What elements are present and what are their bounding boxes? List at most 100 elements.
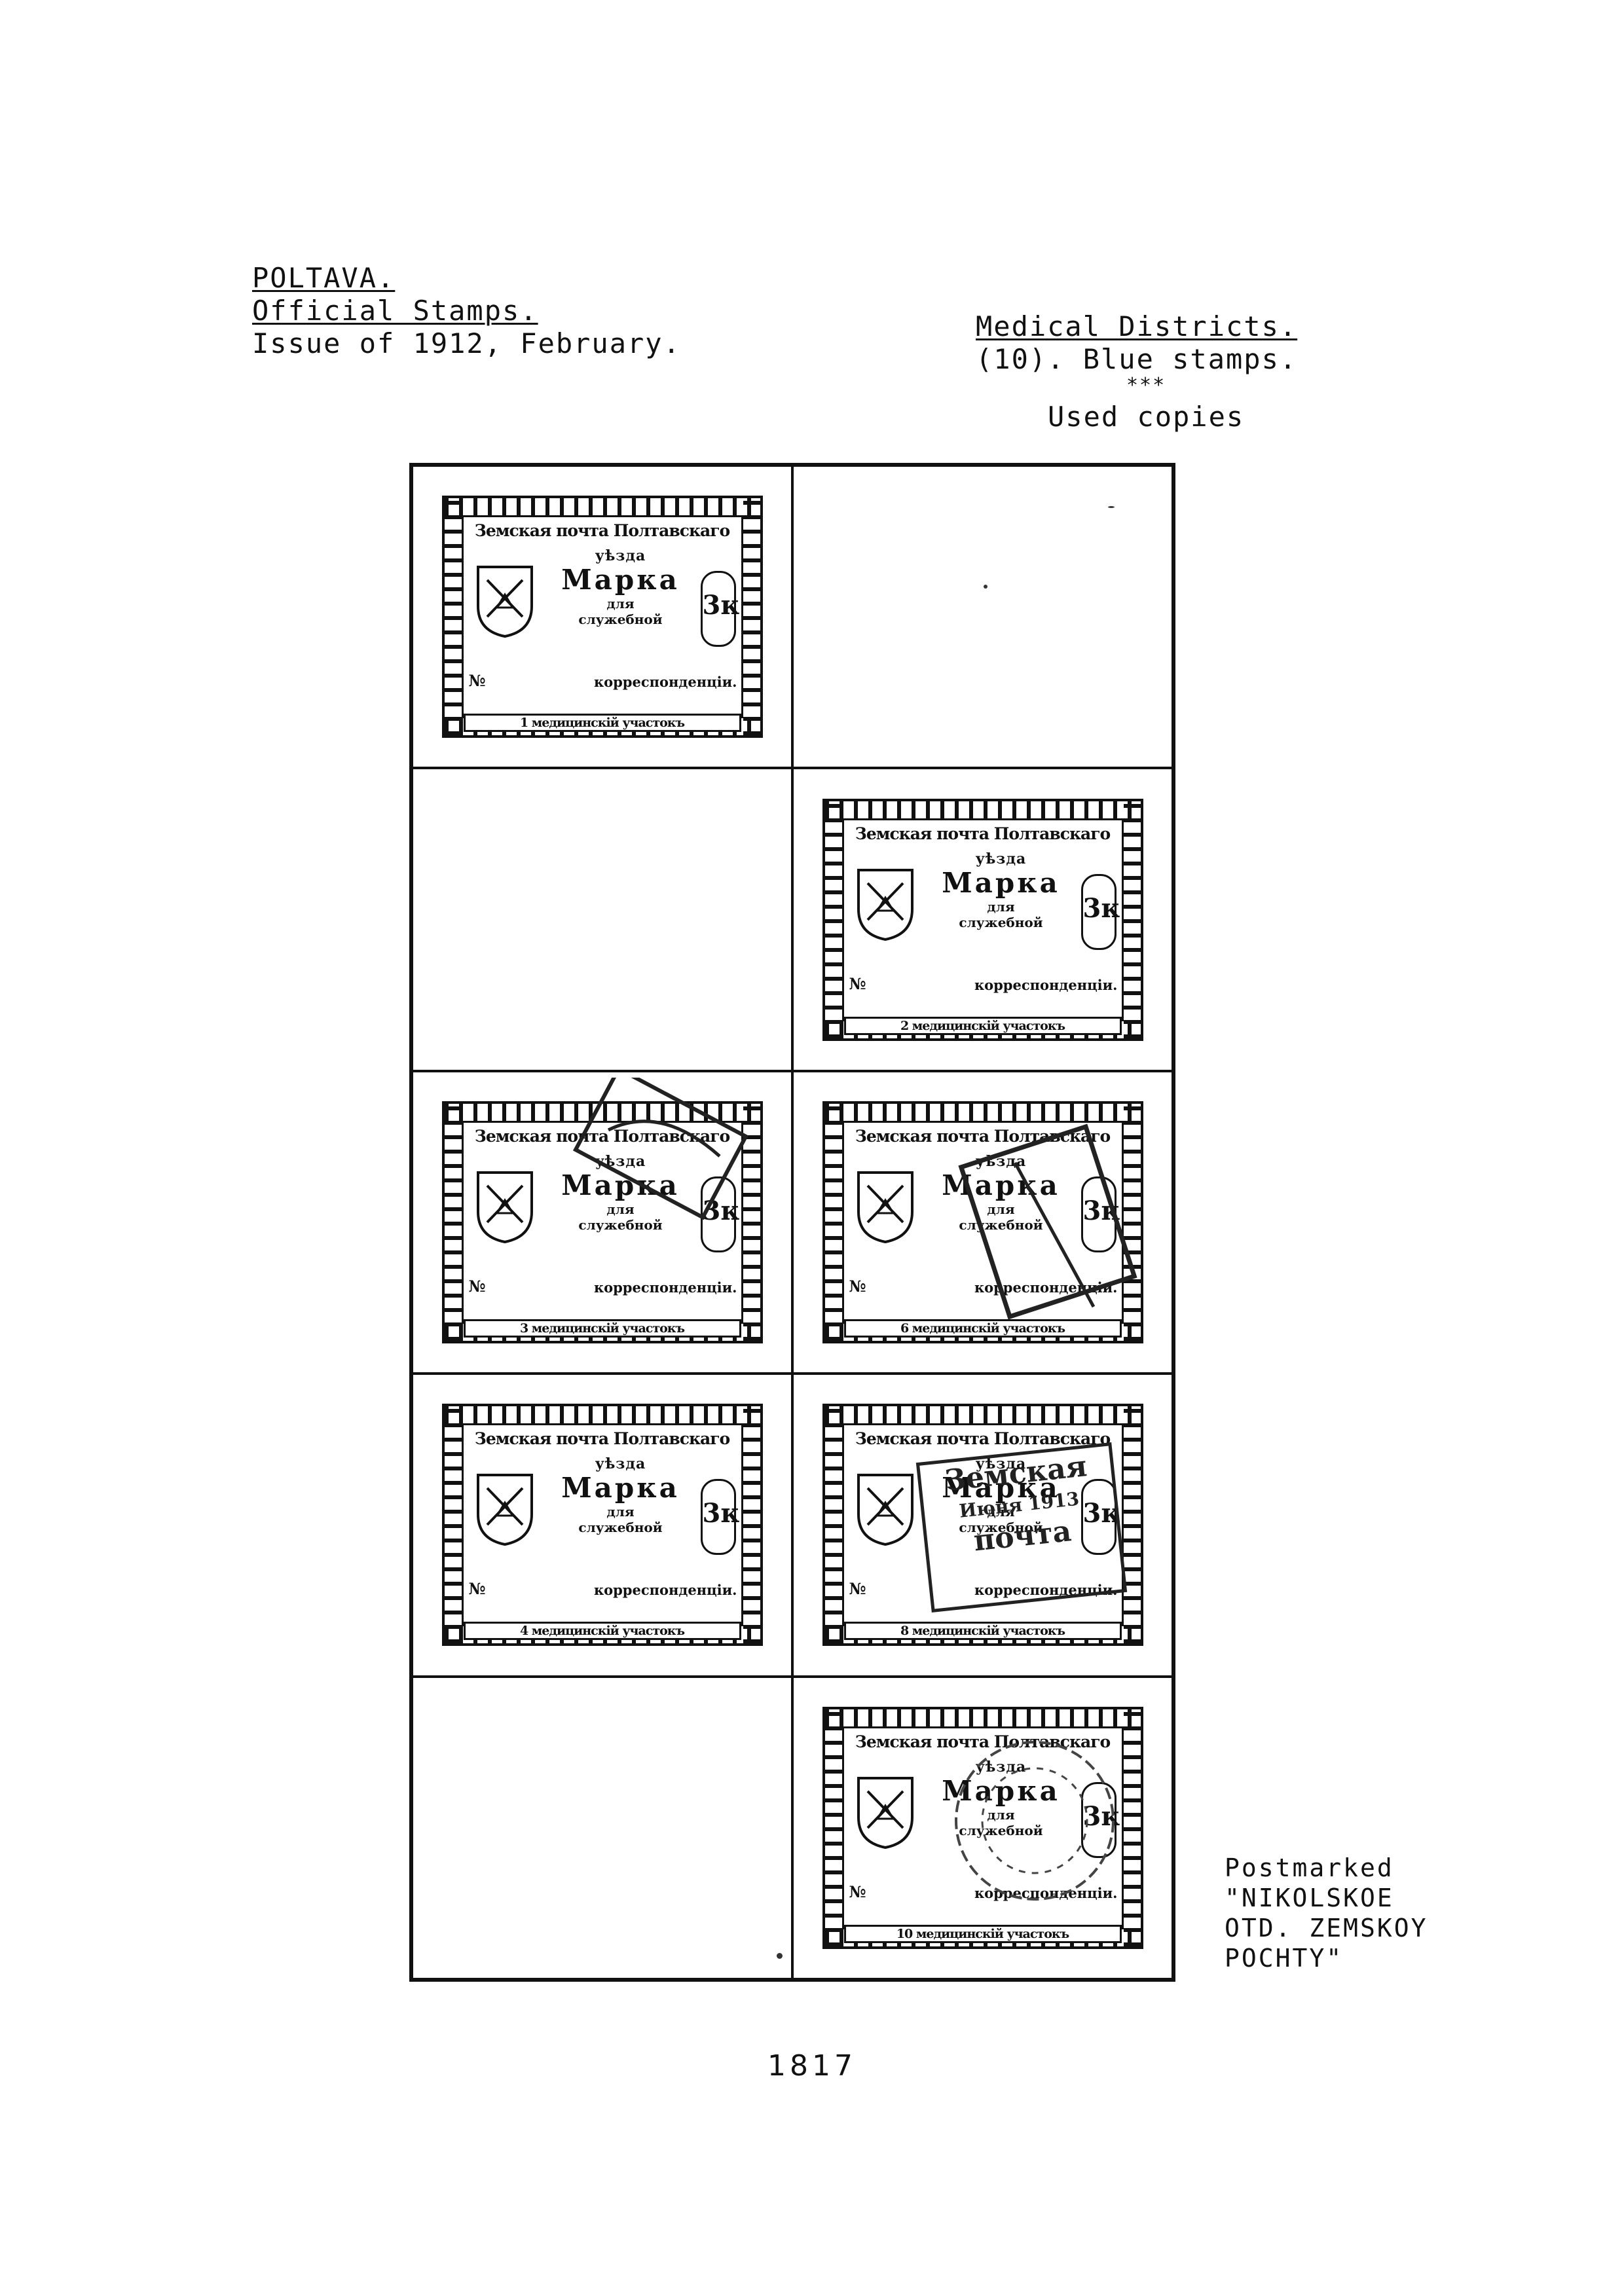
postmark-circle-icon [954, 1740, 1115, 1901]
cell-r3-right: Земская почта Полтавскаго уѣзда Марка дл… [792, 1070, 1173, 1374]
stamp-sluzh: служебной [959, 1216, 1043, 1233]
stamp-top-text: Земская почта Полтавскаго [474, 521, 730, 541]
stamp-number: № [849, 1579, 866, 1599]
stamp-corr: корреспонденцiи. [593, 1279, 737, 1296]
stamp-district-3: Земская почта Полтавскаго уѣзда Марка дл… [441, 1077, 763, 1343]
stamp-number: № [849, 1276, 866, 1296]
stamp-uezda: уѣзда [595, 1455, 646, 1473]
stamp-corr: корреспонденцiи. [974, 1582, 1118, 1599]
subtitle-used: Used copies [1048, 401, 1245, 433]
title-issue: Issue of 1912, February. [252, 327, 681, 359]
stamp-dlya: для [987, 1201, 1015, 1217]
stamp-middle: уѣзда Марка для служебной [541, 547, 701, 627]
subtitle-blue: (10). Blue stamps. [976, 343, 1298, 375]
stamp-uezda: уѣзда [595, 547, 646, 565]
stamp-district-1: Земская почта Полтавскаго уѣзда Марка дл… [441, 496, 763, 738]
stamp-sluzh: служебной [578, 1216, 663, 1233]
stamp-district-label: 1 медицинскiй участокъ [463, 714, 741, 733]
speck [984, 585, 987, 589]
stamp-district-8: Земская почта Полтавскаго уѣзда Марка дл… [822, 1404, 1143, 1647]
stamp-sluzh: служебной [959, 1822, 1043, 1838]
stamp-top-text: Земская почта Полтавскаго [474, 1429, 730, 1449]
note-line1: Postmarked [1225, 1853, 1394, 1882]
cell-r2-left [412, 768, 792, 1071]
stamp-corr: корреспонденцiи. [974, 976, 1118, 993]
stamp-top-text: Земская почта Полтавскаго [474, 1126, 730, 1146]
stamp-dlya: для [987, 1806, 1015, 1823]
stamp-marka: Марка [942, 866, 1060, 899]
stamp-top-text: Земская почта Полтавскаго [855, 824, 1111, 843]
stamp-marka: Марка [561, 564, 680, 596]
stamp-value: 3к [1080, 1479, 1120, 1556]
stamp-number: № [468, 671, 486, 691]
page-number: 1817 [767, 2049, 857, 2083]
stamp-dlya: для [987, 898, 1015, 915]
coat-of-arms-icon [857, 1171, 913, 1244]
coat-of-arms-icon [857, 1776, 913, 1849]
speck [1108, 506, 1115, 508]
stamp-district-label: 2 медицинскiй участокъ [843, 1016, 1122, 1035]
stamp-top-text: Земская почта Полтавскаго [855, 1126, 1111, 1146]
header-right: Medical Districts. (10). Blue stamps. **… [976, 310, 1297, 433]
stamp-dlya: для [987, 1504, 1015, 1520]
stamp-uezda: уѣзда [975, 1455, 1027, 1473]
stamp-district-label: 4 медицинскiй участокъ [463, 1622, 741, 1641]
stamp-uezda: уѣзда [975, 850, 1027, 867]
stamp-album-grid: Земская почта Полтавскаго уѣзда Марка дл… [409, 463, 1175, 1982]
stamp-inner: Земская почта Полтавскаго уѣзда Марка дл… [461, 1120, 743, 1338]
coat-of-arms-icon [476, 1474, 533, 1546]
title-official: Official Stamps. [252, 295, 538, 327]
cell-r2-right: Земская почта Полтавскаго уѣзда Марка дл… [792, 768, 1173, 1071]
stamp-sluzh: служебной [959, 914, 1043, 930]
subtitle-stars: *** [1126, 374, 1166, 397]
coat-of-arms-icon [857, 1474, 913, 1546]
stamp-sluzh: служебной [959, 1520, 1043, 1536]
cell-r1-right [792, 465, 1173, 769]
stamp-dlya: для [606, 1201, 635, 1217]
cell-r3-left: Земская почта Полтавскаго уѣзда Марка дл… [412, 1070, 792, 1374]
stamp-corr: корреспонденцiи. [593, 1582, 737, 1599]
speck [777, 1952, 783, 1959]
coat-of-arms-icon [857, 868, 913, 941]
stamp-middle: уѣзда Марка для служебной [541, 1455, 701, 1535]
title-city: POLTAVA. [252, 262, 396, 294]
postmark-note: Postmarked "NIKOLSKOE OTD. ZEMSKOY POCHT… [1225, 1853, 1428, 1973]
stamp-number: № [849, 1882, 866, 1901]
stamp-district-2: Земская почта Полтавскаго уѣзда Марка дл… [822, 798, 1143, 1041]
stamp-inner: Земская почта Полтавскаго уѣзда Марка дл… [841, 818, 1124, 1035]
stamp-value: 3к [700, 1479, 739, 1556]
subtitle-medical: Medical Districts. [976, 310, 1298, 342]
postmark-cancel-icon [572, 1077, 748, 1220]
header-left: POLTAVA. Official Stamps. Issue of 1912,… [252, 262, 681, 360]
stamp-inner: Земская почта Полтавскаго уѣзда Марка дл… [841, 1726, 1124, 1943]
stamp-number: № [468, 1276, 486, 1296]
cell-r5-left [412, 1676, 792, 1979]
stamp-district-4: Земская почта Полтавскаго уѣзда Марка дл… [441, 1404, 763, 1647]
stamp-dlya: для [606, 596, 635, 612]
coat-of-arms-icon [476, 566, 533, 638]
stamp-inner: Земская почта Полтавскаго уѣзда Марка дл… [841, 1423, 1124, 1641]
note-line3: OTD. ZEMSKOY [1225, 1914, 1428, 1942]
coat-of-arms-icon [476, 1171, 533, 1244]
postmark-cancel-icon [957, 1123, 1137, 1320]
stamp-middle: уѣзда Марка для служебной [921, 1455, 1081, 1535]
stamp-corr: корреспонденцiи. [593, 674, 737, 691]
cell-r4-left: Земская почта Полтавскаго уѣзда Марка дл… [412, 1374, 792, 1677]
stamp-district-label: 8 медицинскiй участокъ [843, 1622, 1122, 1641]
note-line4: POCHTY" [1225, 1944, 1344, 1973]
stamp-district-6: Земская почта Полтавскаго уѣзда Марка дл… [822, 1101, 1143, 1343]
stamp-middle: уѣзда Марка для служебной [921, 850, 1081, 930]
cell-r5-right: Земская почта Полтавскаго уѣзда Марка дл… [792, 1676, 1173, 1979]
stamp-value: 3к [1080, 873, 1120, 950]
stamp-uezda: уѣзда [595, 1152, 646, 1170]
stamp-dlya: для [606, 1504, 635, 1520]
stamp-number: № [849, 974, 866, 993]
stamp-district-label: 10 медицинскiй участокъ [843, 1924, 1122, 1943]
cell-r4-right: Земская почта Полтавскаго уѣзда Марка дл… [792, 1374, 1173, 1677]
stamp-number: № [468, 1579, 486, 1599]
stamp-sluzh: служебной [578, 611, 663, 628]
stamp-marka: Марка [942, 1472, 1060, 1504]
cell-r1-left: Земская почта Полтавскаго уѣзда Марка дл… [412, 465, 792, 769]
stamp-value: 3к [700, 1176, 739, 1252]
stamp-marka: Марка [561, 1472, 680, 1504]
